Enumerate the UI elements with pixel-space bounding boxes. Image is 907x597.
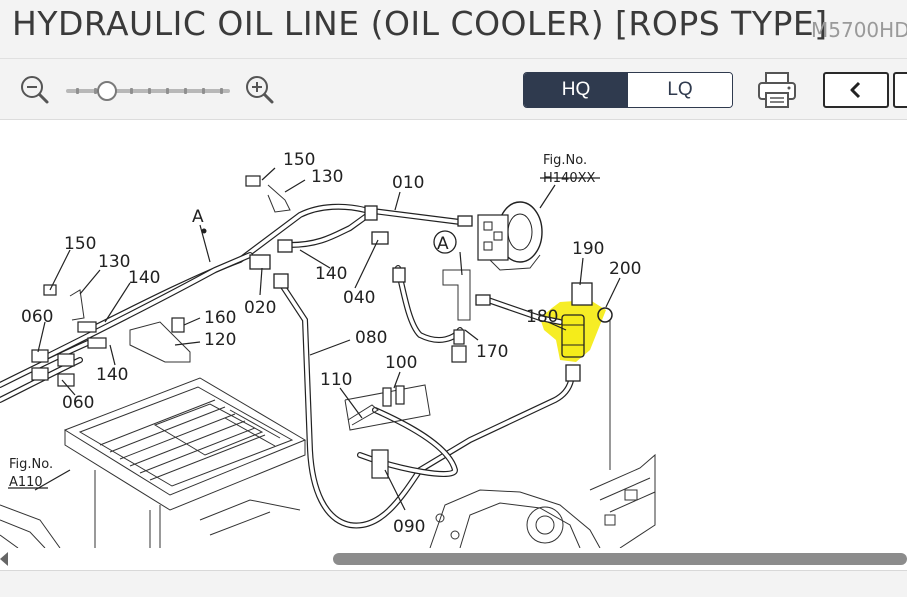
fig-ref-code: H140XX xyxy=(543,171,595,186)
horizontal-scrollbar[interactable] xyxy=(0,548,907,570)
zoom-in-icon[interactable] xyxy=(243,73,275,105)
model-label: M5700HD xyxy=(811,18,907,42)
part-label: 100 xyxy=(385,353,417,373)
part-label: 160 xyxy=(204,308,236,328)
page-title: HYDRAULIC OIL LINE (OIL COOLER) [ROPS TY… xyxy=(12,4,828,43)
printer-icon[interactable] xyxy=(756,70,798,110)
part-label: 150 xyxy=(64,234,96,254)
previous-page-button[interactable] xyxy=(823,72,889,108)
status-bar xyxy=(0,570,907,597)
part-label: 130 xyxy=(311,167,343,187)
part-label: 110 xyxy=(320,370,352,390)
fittings xyxy=(31,175,613,479)
part-label: 140 xyxy=(96,365,128,385)
part-label: 190 xyxy=(572,239,604,259)
part-label: 200 xyxy=(609,259,641,279)
callout-a: A xyxy=(437,234,449,254)
fig-ref-label: Fig.No. xyxy=(543,153,587,168)
part-label: 130 xyxy=(98,252,130,272)
part-label: 140 xyxy=(128,268,160,288)
quality-toggle: HQ LQ xyxy=(523,72,733,108)
oil-line-pipes xyxy=(0,203,575,529)
zoom-slider-thumb[interactable] xyxy=(97,81,117,101)
parts-diagram[interactable]: A 150 130 010 A 150 130 140 140 020 040 … xyxy=(0,121,907,548)
fig-ref-label: Fig.No. xyxy=(9,457,53,472)
part-label: 040 xyxy=(343,288,375,308)
part-label: 020 xyxy=(244,298,276,318)
zoom-slider[interactable] xyxy=(66,88,230,94)
hydraulic-line-drawing: A 150 130 010 A 150 130 140 140 020 040 … xyxy=(0,150,656,548)
part-label: 150 xyxy=(283,150,315,170)
part-labels: 150 130 010 A 150 130 140 140 020 040 16… xyxy=(21,150,641,537)
part-label: 170 xyxy=(476,342,508,362)
floor-plate-assembly xyxy=(0,377,307,548)
part-label: 180 xyxy=(526,307,558,327)
part-label: 060 xyxy=(62,393,94,413)
zoom-out-icon[interactable] xyxy=(18,73,50,105)
next-page-button[interactable] xyxy=(893,72,907,108)
chevron-left-icon xyxy=(850,81,861,99)
part-label: 060 xyxy=(21,307,53,327)
hydraulic-pump xyxy=(477,184,556,271)
part-label: 080 xyxy=(355,328,387,348)
quality-lq-button[interactable]: LQ xyxy=(628,73,732,107)
fig-ref-code: A110 xyxy=(9,475,43,490)
callout-a-circle xyxy=(433,230,457,254)
scroll-thumb[interactable] xyxy=(333,553,907,565)
part-label: 010 xyxy=(392,173,424,193)
part-label: 140 xyxy=(315,264,347,284)
title-bar: HYDRAULIC OIL LINE (OIL COOLER) [ROPS TY… xyxy=(0,0,907,58)
scroll-left-arrow-icon[interactable] xyxy=(0,552,8,566)
quality-hq-button[interactable]: HQ xyxy=(524,73,628,107)
part-label: 090 xyxy=(393,517,425,537)
transmission-housing xyxy=(429,320,656,548)
part-label: 120 xyxy=(204,330,236,350)
part-label: A xyxy=(192,207,204,227)
toolbar: HQ LQ xyxy=(0,58,907,120)
